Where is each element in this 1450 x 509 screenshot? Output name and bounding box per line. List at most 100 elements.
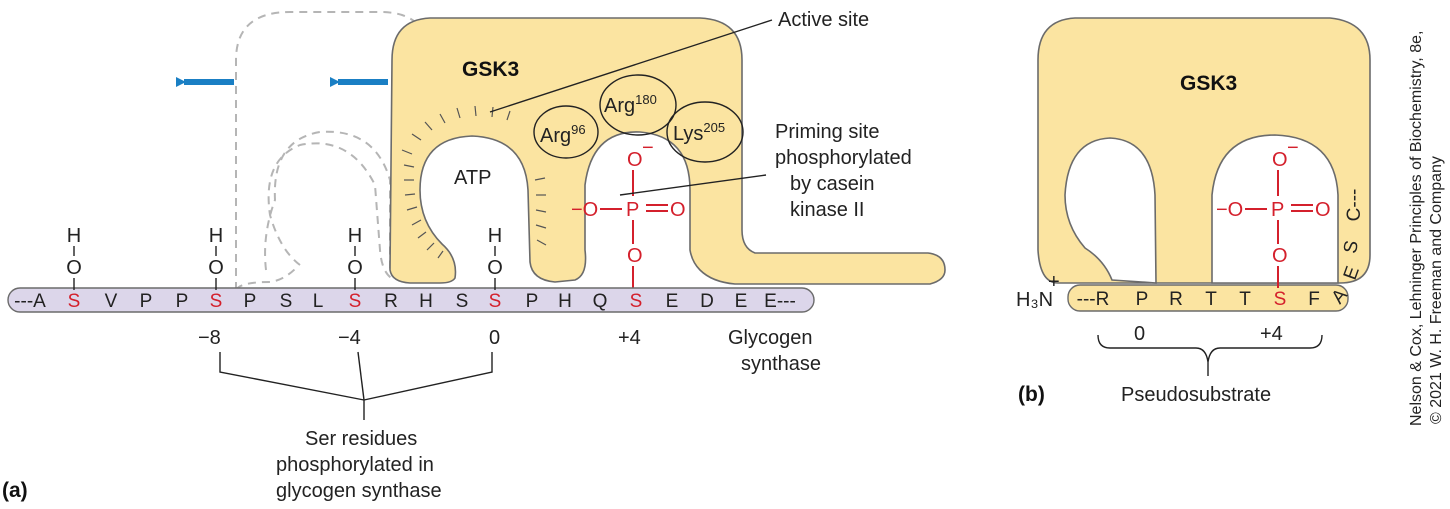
hydroxyl-o: O [208,257,224,279]
residue-b: F [1308,289,1320,310]
svg-text:O: O [1272,149,1288,171]
ghost-enzyme-outline-inner [235,130,401,291]
arg96-label: Arg96 [540,122,586,147]
hydroxyl-o: O [487,257,503,279]
arg180-lobe [599,74,677,136]
hydroxyl-o: O [347,257,363,279]
arg180-label: Arg180 [604,92,657,117]
glycogen-synthase-label-2: synthase [741,353,821,375]
position-b-plus4: +4 [1260,323,1283,345]
priming-site-line1: Priming site [775,121,879,143]
svg-text:O: O [627,245,643,267]
pseudosubstrate-brace [1097,334,1323,376]
lys205-label: Lys205 [673,120,725,145]
credit-line-2: © 2021 W. H. Freeman and Company [1428,156,1445,424]
ser-residues-callout [219,351,493,420]
residue-b: ---R [1077,289,1110,310]
svg-text:−O: −O [571,199,598,221]
residue-a: E--- [764,291,796,312]
position-plus4: +4 [618,327,641,349]
active-site-leader [489,19,773,113]
glycogen-synthase-label: Glycogen [728,327,813,349]
hydroxyl-h: H [67,225,81,247]
residue-a: H [558,291,572,312]
pseudosubstrate-strip [1067,284,1349,312]
residue-a: R [384,291,398,312]
residue-a: E [666,291,679,312]
priming-site-line2: phosphorylated [775,147,912,169]
residue-a: S [68,291,81,312]
phosphate-group-a: O − −O P O O [571,137,686,288]
n-terminus-label: H₃N [1016,289,1053,311]
pseudosubstrate-label: Pseudosubstrate [1121,384,1271,406]
residue-a: ---A [14,291,46,312]
credit-line: Nelson & Cox, Lehninger Principles of Bi… [1408,31,1445,426]
residue-b: C--- [1344,189,1365,222]
priming-site-line4: kinase II [790,199,864,221]
panel-a-label: (a) [2,479,28,502]
residue-a: P [140,291,153,312]
residue-b: S [1340,239,1363,255]
gsk3-label-a: GSK3 [462,58,519,81]
hydroxyl-h: H [348,225,362,247]
hydroxyl-o: O [66,257,82,279]
svg-text:O: O [1272,245,1288,267]
svg-text:P: P [626,199,639,221]
priming-site-leader [619,174,767,196]
residue-b: P [1136,289,1149,310]
residue-a: P [526,291,539,312]
gsk3-label-b: GSK3 [1180,72,1237,95]
residue-a: E [735,291,748,312]
svg-text:O: O [627,149,643,171]
priming-site-line3: by casein [790,173,875,195]
gsk3-enzyme-body [389,17,946,285]
svg-text:−: − [642,137,654,159]
arg96-lobe [533,105,599,159]
lys205-lobe [666,101,744,163]
residue-a: Q [593,291,608,312]
ser-note-line3: glycogen synthase [276,480,442,502]
ghost-enzyme-outline-left [267,142,396,281]
position-minus4: −4 [338,327,361,349]
residue-a: S [456,291,469,312]
residue-a: L [313,291,324,312]
svg-text:O: O [1315,199,1331,221]
svg-text:O: O [670,199,686,221]
ser-note-line1: Ser residues [305,428,417,450]
ser-note-line2: phosphorylated in [276,454,434,476]
panel-b-label: (b) [1018,383,1045,406]
residue-a: S [210,291,223,312]
svg-text:P: P [1271,199,1284,221]
hydroxyl-h: H [209,225,223,247]
residue-b: R [1169,289,1183,310]
active-site-label: Active site [778,9,869,31]
residue-a: S [349,291,362,312]
residue-a: S [489,291,502,312]
glycogen-synthase-peptide [7,287,815,313]
residue-b: T [1205,289,1217,310]
residue-b: T [1239,289,1251,310]
residue-a: P [244,291,257,312]
svg-text:−: − [1287,137,1299,159]
phosphate-group-b: O − −O P O O [1216,137,1331,288]
atp-label: ATP [454,167,491,189]
residue-a: P [176,291,189,312]
position-b-0: 0 [1134,323,1145,345]
residue-a: D [700,291,714,312]
credit-line-1: Nelson & Cox, Lehninger Principles of Bi… [1408,31,1425,426]
n-terminus-charge: + [1048,271,1060,293]
residue-a: S [630,291,643,312]
residue-a: H [419,291,433,312]
residue-b: S [1274,289,1287,310]
gsk3-pocket-right-b [1211,134,1339,284]
active-site-hatching [401,105,547,259]
position-minus8: −8 [198,327,221,349]
position-0: 0 [489,327,500,349]
residue-a: S [280,291,293,312]
svg-text:−O: −O [1216,199,1243,221]
gsk3-pocket-left-b [1064,137,1157,284]
